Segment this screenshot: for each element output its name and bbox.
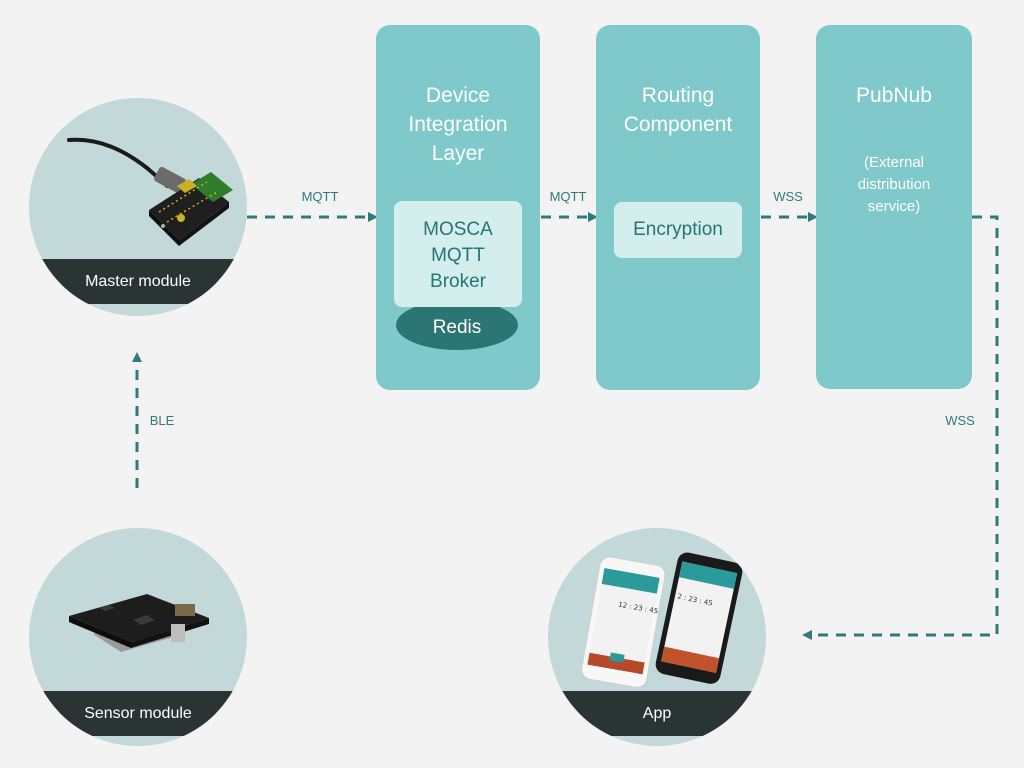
pubnub-sub-line-3: service): [867, 198, 921, 215]
connector-label-dil-routing: MQTT: [549, 189, 587, 204]
connector-pubnub-to-app: [802, 215, 999, 640]
sensor-module-board-illustration: [69, 594, 209, 652]
connector-label-pubnub-app: WSS: [945, 413, 975, 428]
mosca-mqtt-broker-box[interactable]: MOSCA MQTT Broker: [394, 201, 522, 307]
connector-label-routing-pubnub: WSS: [773, 189, 803, 204]
app-label: App: [548, 691, 766, 736]
routing-component-panel[interactable]: Routing Component Encryption: [596, 25, 760, 390]
redis-label: Redis: [432, 317, 482, 338]
encryption-box[interactable]: Encryption: [614, 202, 742, 258]
master-module-node[interactable]: Master module: [29, 98, 247, 316]
dil-title-line-2: Integration: [408, 113, 508, 136]
connector-label-sensor-master: BLE: [149, 413, 175, 428]
dil-title-line-3: Layer: [431, 142, 485, 165]
pubnub-sub-line-1: (External: [863, 154, 925, 171]
routing-title-line-2: Component: [623, 113, 733, 136]
pubnub-sub-line-2: distribution: [857, 176, 931, 193]
pubnub-title: PubNub: [856, 84, 932, 107]
dil-title-line-1: Device: [425, 84, 491, 107]
sensor-module-node[interactable]: Sensor module: [29, 528, 247, 746]
redis-store[interactable]: Redis: [396, 300, 518, 350]
routing-title-line-1: Routing: [641, 84, 715, 107]
broker-line-2: MQTT: [431, 245, 485, 266]
connector-label-master-dil: MQTT: [301, 189, 339, 204]
master-module-board-illustration: [67, 137, 233, 246]
device-integration-layer-panel[interactable]: Device Integration Layer Redis MOSCA MQT…: [376, 25, 540, 390]
app-phones-illustration: [581, 552, 743, 688]
sensor-module-label: Sensor module: [29, 691, 247, 736]
encryption-label: Encryption: [633, 219, 723, 240]
master-module-label: Master module: [29, 259, 247, 304]
pubnub-panel[interactable]: PubNub (External distribution service): [816, 25, 972, 389]
broker-line-1: MOSCA: [423, 219, 493, 240]
app-node[interactable]: 12 : 23 : 45 2 : 23 : 45 App: [548, 528, 766, 746]
broker-line-3: Broker: [430, 271, 486, 292]
